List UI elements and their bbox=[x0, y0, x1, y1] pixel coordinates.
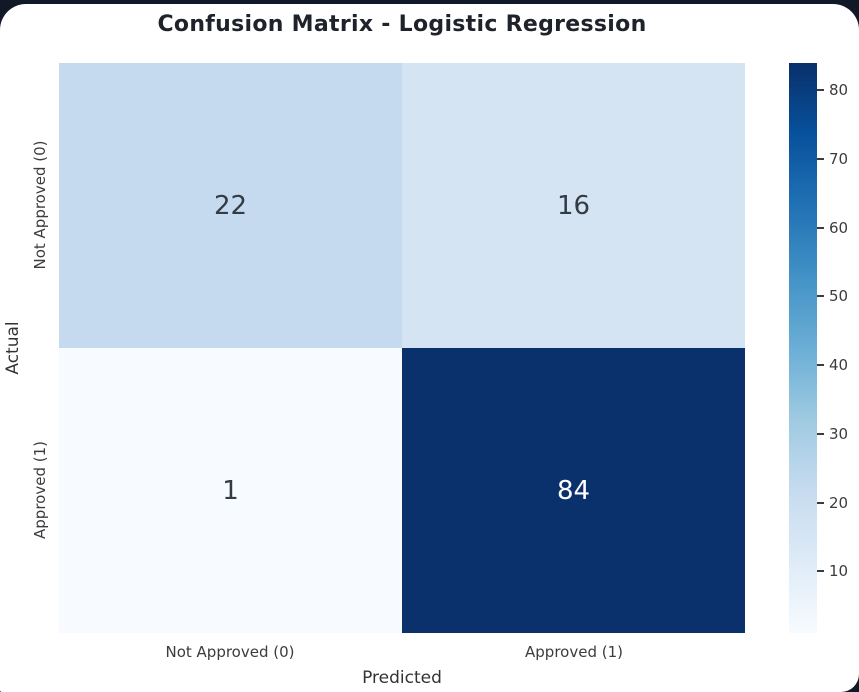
colorbar-tick-mark bbox=[817, 158, 824, 161]
colorbar-tick: 70 bbox=[817, 150, 848, 168]
heatmap-cell-false-positive: 16 bbox=[402, 63, 745, 348]
x-axis-label: Predicted bbox=[362, 668, 442, 688]
colorbar-tick: 30 bbox=[817, 425, 848, 443]
colorbar-tick-mark bbox=[817, 432, 824, 435]
colorbar-gradient bbox=[789, 63, 817, 633]
colorbar-tick-mark bbox=[817, 570, 824, 573]
colorbar-tick-label: 40 bbox=[829, 356, 849, 375]
colorbar-tick-mark bbox=[817, 89, 824, 92]
colorbar-tick-mark bbox=[817, 501, 824, 504]
confusion-matrix-heatmap: 22 16 1 84 bbox=[59, 63, 745, 633]
colorbar-tick-mark bbox=[817, 364, 824, 367]
x-tick-label-approved: Approved (1) bbox=[525, 643, 623, 661]
chart-title: Confusion Matrix - Logistic Regression bbox=[157, 12, 647, 37]
heatmap-cell-true-positive: 84 bbox=[402, 348, 745, 633]
y-tick-label-not-approved: Not Approved (0) bbox=[31, 140, 49, 270]
colorbar-tick-mark bbox=[817, 226, 824, 229]
colorbar-tick-label: 80 bbox=[829, 81, 849, 100]
y-tick-label-approved: Approved (1) bbox=[31, 441, 49, 539]
colorbar-tick: 60 bbox=[817, 219, 848, 237]
colorbar-tick: 20 bbox=[817, 494, 848, 512]
heatmap-cell-true-negative: 22 bbox=[59, 63, 402, 348]
colorbar-tick: 10 bbox=[817, 562, 848, 580]
colorbar-tick: 40 bbox=[817, 356, 848, 374]
colorbar-tick-label: 10 bbox=[829, 562, 849, 581]
y-axis-label: Actual bbox=[3, 321, 23, 375]
colorbar-tick: 50 bbox=[817, 287, 848, 305]
colorbar-tick-label: 20 bbox=[829, 493, 849, 512]
heatmap-cell-false-negative: 1 bbox=[59, 348, 402, 633]
colorbar-tick-mark bbox=[817, 295, 824, 298]
x-tick-label-not-approved: Not Approved (0) bbox=[165, 643, 295, 661]
colorbar-tick-label: 70 bbox=[829, 150, 849, 169]
chart-card: Confusion Matrix - Logistic Regression 2… bbox=[0, 4, 859, 692]
colorbar-tick: 80 bbox=[817, 81, 848, 99]
colorbar-ticks: 10 20 30 40 50 60 70 80 bbox=[817, 63, 859, 633]
colorbar-tick-label: 50 bbox=[829, 287, 849, 306]
colorbar-tick-label: 30 bbox=[829, 424, 849, 443]
colorbar-tick-label: 60 bbox=[829, 218, 849, 237]
